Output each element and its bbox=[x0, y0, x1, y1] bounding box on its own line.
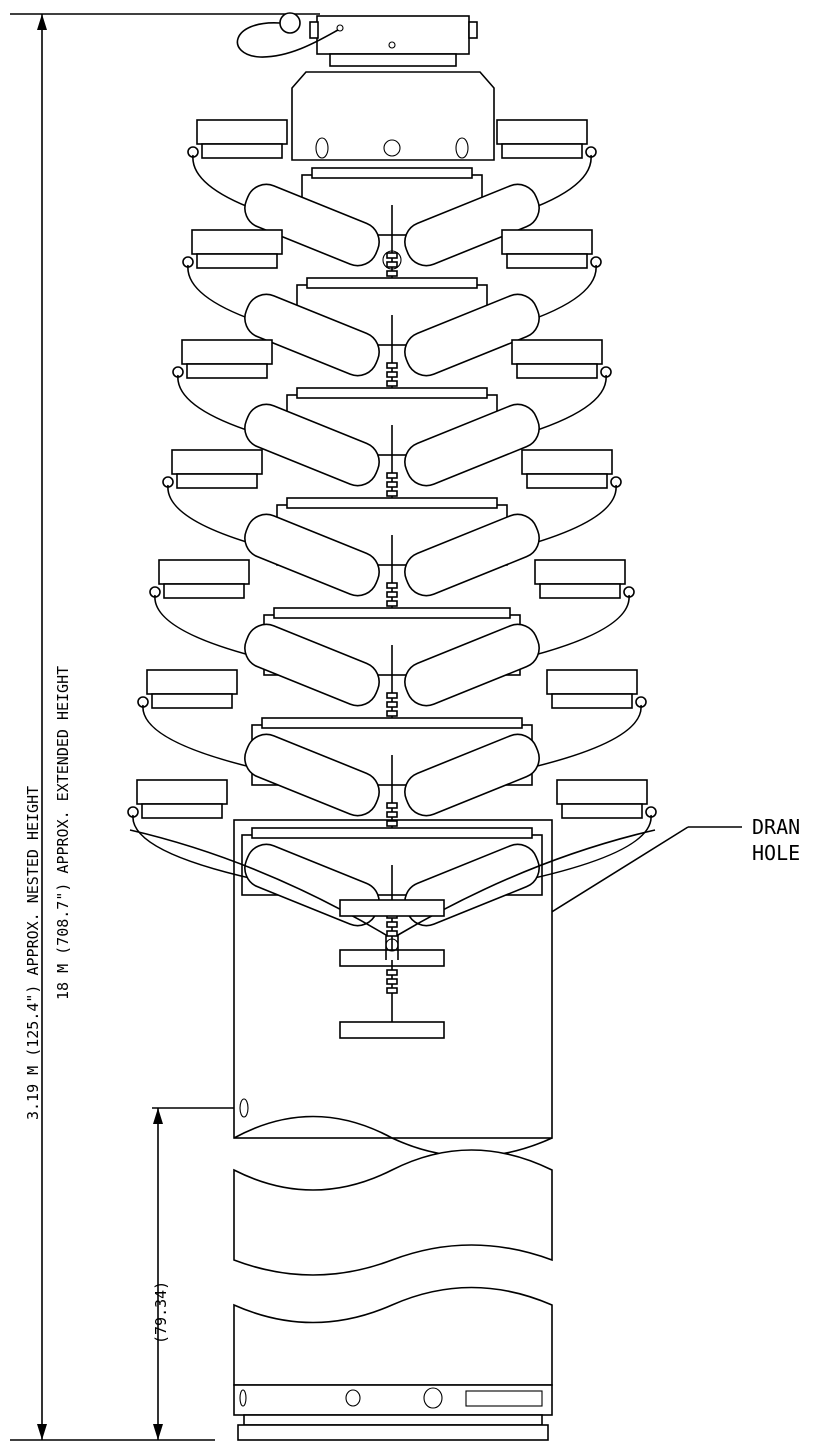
rod-clamp bbox=[386, 270, 398, 277]
rod-clamp bbox=[386, 692, 398, 699]
float-right bbox=[404, 293, 540, 377]
float-right bbox=[404, 513, 540, 597]
side-box-lower bbox=[561, 803, 643, 819]
rod-clamp bbox=[386, 811, 398, 818]
stage-collar bbox=[286, 497, 498, 509]
side-box-lower bbox=[526, 473, 608, 489]
rod-clamp bbox=[386, 252, 398, 259]
float-right bbox=[404, 623, 540, 707]
overall-height-dimension bbox=[10, 13, 320, 1441]
side-box-lower bbox=[151, 693, 233, 709]
rod-clamp bbox=[386, 261, 398, 268]
side-box bbox=[556, 779, 648, 805]
mast-stages bbox=[127, 119, 657, 1039]
stage-collar bbox=[311, 167, 473, 179]
arrow-down-icon bbox=[37, 1424, 47, 1440]
rod-clamp bbox=[386, 591, 398, 598]
side-box bbox=[136, 779, 228, 805]
float-right bbox=[404, 183, 540, 267]
float-left bbox=[244, 733, 380, 817]
lower-cable-left bbox=[129, 829, 387, 960]
side-box-lower bbox=[141, 803, 223, 819]
float-left bbox=[244, 183, 380, 267]
float-left bbox=[244, 403, 380, 487]
side-box bbox=[191, 229, 283, 255]
rod-clamp bbox=[386, 490, 398, 497]
side-box-lower bbox=[176, 473, 258, 489]
rod-clamp bbox=[386, 969, 398, 976]
lower-cable-right bbox=[397, 829, 656, 960]
rod-clamp bbox=[386, 921, 398, 928]
drain-offset-label: (79.34) bbox=[152, 1281, 170, 1344]
side-box-lower bbox=[501, 143, 583, 159]
side-box bbox=[511, 339, 603, 365]
side-box bbox=[534, 559, 626, 585]
rod-clamp bbox=[386, 820, 398, 827]
side-box-lower bbox=[196, 253, 278, 269]
stage-collar bbox=[261, 717, 523, 729]
float-left bbox=[244, 513, 380, 597]
side-box-lower bbox=[506, 253, 588, 269]
rod-clamp bbox=[386, 481, 398, 488]
rod-clamp bbox=[386, 380, 398, 387]
drain-callout-line2: HOLE bbox=[752, 841, 800, 865]
side-box bbox=[496, 119, 588, 145]
side-box-lower bbox=[551, 693, 633, 709]
side-box bbox=[546, 669, 638, 695]
side-box-lower bbox=[201, 143, 283, 159]
side-box bbox=[146, 669, 238, 695]
nested-height-label: 3.19 M (125.4") APPROX. NESTED HEIGHT bbox=[24, 786, 42, 1120]
side-box bbox=[181, 339, 273, 365]
crossbar bbox=[339, 899, 445, 917]
rod-clamp bbox=[386, 987, 398, 994]
side-box-lower bbox=[539, 583, 621, 599]
stage-collar bbox=[273, 607, 511, 619]
stage-collar bbox=[306, 277, 478, 289]
crossbar bbox=[339, 1021, 445, 1039]
arrow-down-icon bbox=[153, 1424, 163, 1440]
float-right bbox=[404, 403, 540, 487]
rod-clamp bbox=[386, 371, 398, 378]
side-box-lower bbox=[186, 363, 268, 379]
stage-collar bbox=[296, 387, 488, 399]
side-box bbox=[158, 559, 250, 585]
rod-clamp bbox=[386, 362, 398, 369]
float-right bbox=[404, 733, 540, 817]
rod-clamp bbox=[386, 802, 398, 809]
side-box bbox=[521, 449, 613, 475]
stage-collar bbox=[251, 827, 533, 839]
arrow-up-icon bbox=[153, 1108, 163, 1124]
drain-callout-line1: DRAN bbox=[752, 815, 800, 839]
side-box bbox=[171, 449, 263, 475]
float-left bbox=[244, 293, 380, 377]
float-left bbox=[244, 623, 380, 707]
side-box bbox=[196, 119, 288, 145]
rod-clamp bbox=[386, 710, 398, 717]
side-box-lower bbox=[163, 583, 245, 599]
side-box-lower bbox=[516, 363, 598, 379]
rod-clamp bbox=[386, 978, 398, 985]
rod-clamp bbox=[386, 930, 398, 937]
extended-height-label: 18 M (708.7") APPROX. EXTENDED HEIGHT bbox=[54, 666, 72, 1000]
mast-head bbox=[236, 12, 495, 270]
rod-clamp bbox=[386, 701, 398, 708]
rod-clamp bbox=[386, 600, 398, 607]
arrow-up-icon bbox=[37, 14, 47, 30]
rod-clamp bbox=[386, 472, 398, 479]
side-box bbox=[501, 229, 593, 255]
rod-clamp bbox=[386, 582, 398, 589]
